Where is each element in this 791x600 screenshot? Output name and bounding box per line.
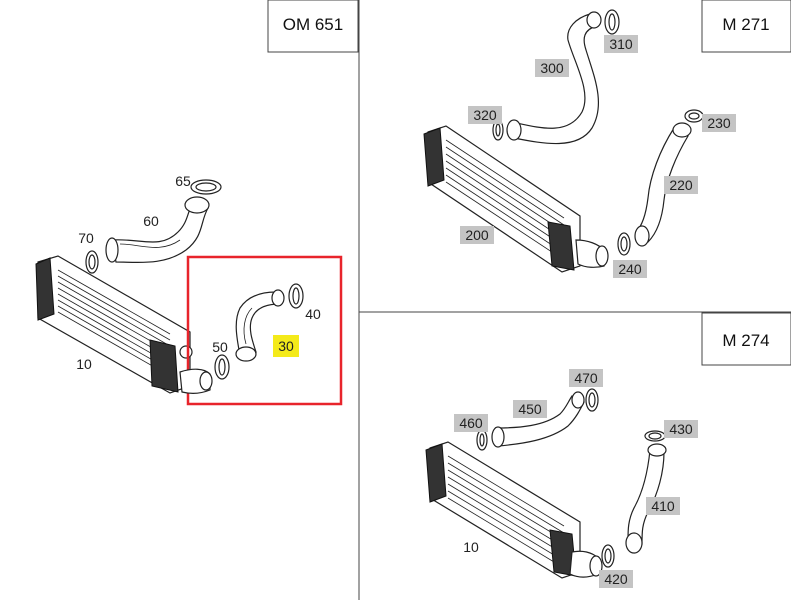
svg-text:200: 200 xyxy=(465,227,489,243)
svg-text:300: 300 xyxy=(540,60,564,76)
label-40: 40 xyxy=(305,306,321,322)
svg-text:30: 30 xyxy=(278,338,294,354)
clamp-230[interactable] xyxy=(684,109,704,123)
clamp-40[interactable] xyxy=(288,283,304,309)
svg-text:410: 410 xyxy=(651,498,675,514)
svg-text:240: 240 xyxy=(618,261,642,277)
clamp-420[interactable] xyxy=(601,544,615,568)
label-230[interactable]: 230 xyxy=(702,114,736,132)
engine-tag-m274: M 274 xyxy=(701,312,791,366)
outlet-pipe-m274[interactable] xyxy=(569,550,603,578)
svg-text:460: 460 xyxy=(459,415,483,431)
svg-text:M 274: M 274 xyxy=(722,331,769,350)
intercooler-om651[interactable] xyxy=(35,255,193,394)
label-320[interactable]: 320 xyxy=(468,106,502,124)
clamp-320[interactable] xyxy=(492,119,504,141)
hose-300-m271[interactable] xyxy=(506,11,602,145)
label-200[interactable]: 200 xyxy=(460,226,494,244)
intercooler-m271[interactable] xyxy=(423,125,581,273)
label-30-highlighted[interactable]: 30 xyxy=(273,335,299,357)
svg-text:OM 651: OM 651 xyxy=(283,15,343,34)
selected-group-frame xyxy=(186,255,343,406)
label-310[interactable]: 310 xyxy=(604,35,638,53)
label-240[interactable]: 240 xyxy=(613,260,647,278)
hose-30-om651[interactable] xyxy=(235,289,285,362)
svg-text:450: 450 xyxy=(518,401,542,417)
clamp-70[interactable] xyxy=(85,250,99,274)
label-430[interactable]: 430 xyxy=(664,420,698,438)
hose-220-m271[interactable] xyxy=(634,122,692,247)
clamp-430[interactable] xyxy=(644,430,666,442)
clamp-50[interactable] xyxy=(214,354,230,380)
panel-grid xyxy=(358,0,791,600)
clamp-460[interactable] xyxy=(476,429,488,451)
engine-tag-om651: OM 651 xyxy=(267,0,359,53)
label-60: 60 xyxy=(143,213,159,229)
svg-text:230: 230 xyxy=(707,115,731,131)
label-300[interactable]: 300 xyxy=(535,59,569,77)
svg-text:310: 310 xyxy=(609,36,633,52)
label-70: 70 xyxy=(78,230,94,246)
label-420[interactable]: 420 xyxy=(599,570,633,588)
svg-text:420: 420 xyxy=(604,571,628,587)
svg-text:470: 470 xyxy=(574,370,598,386)
label-50: 50 xyxy=(212,339,228,355)
svg-text:430: 430 xyxy=(669,421,693,437)
outlet-pipe-m271[interactable] xyxy=(575,239,609,268)
svg-text:320: 320 xyxy=(473,107,497,123)
engine-tag-m271: M 271 xyxy=(701,0,791,53)
svg-text:220: 220 xyxy=(669,177,693,193)
clamp-65[interactable] xyxy=(190,179,222,195)
label-460[interactable]: 460 xyxy=(454,414,488,432)
label-10-m274: 10 xyxy=(463,539,479,555)
clamp-470[interactable] xyxy=(585,388,599,412)
hose-450-m274[interactable] xyxy=(491,391,585,448)
label-410[interactable]: 410 xyxy=(646,497,680,515)
label-10: 10 xyxy=(76,356,92,372)
clamp-310[interactable] xyxy=(604,9,620,35)
label-450[interactable]: 450 xyxy=(513,400,547,418)
hose-60-om651[interactable] xyxy=(105,196,210,264)
svg-text:M 271: M 271 xyxy=(722,15,769,34)
label-65: 65 xyxy=(175,173,191,189)
label-470[interactable]: 470 xyxy=(569,369,603,387)
label-220[interactable]: 220 xyxy=(664,176,698,194)
outlet-pipe-om651[interactable] xyxy=(179,368,213,394)
intercooler-m274[interactable] xyxy=(425,441,581,579)
clamp-240[interactable] xyxy=(617,232,631,256)
